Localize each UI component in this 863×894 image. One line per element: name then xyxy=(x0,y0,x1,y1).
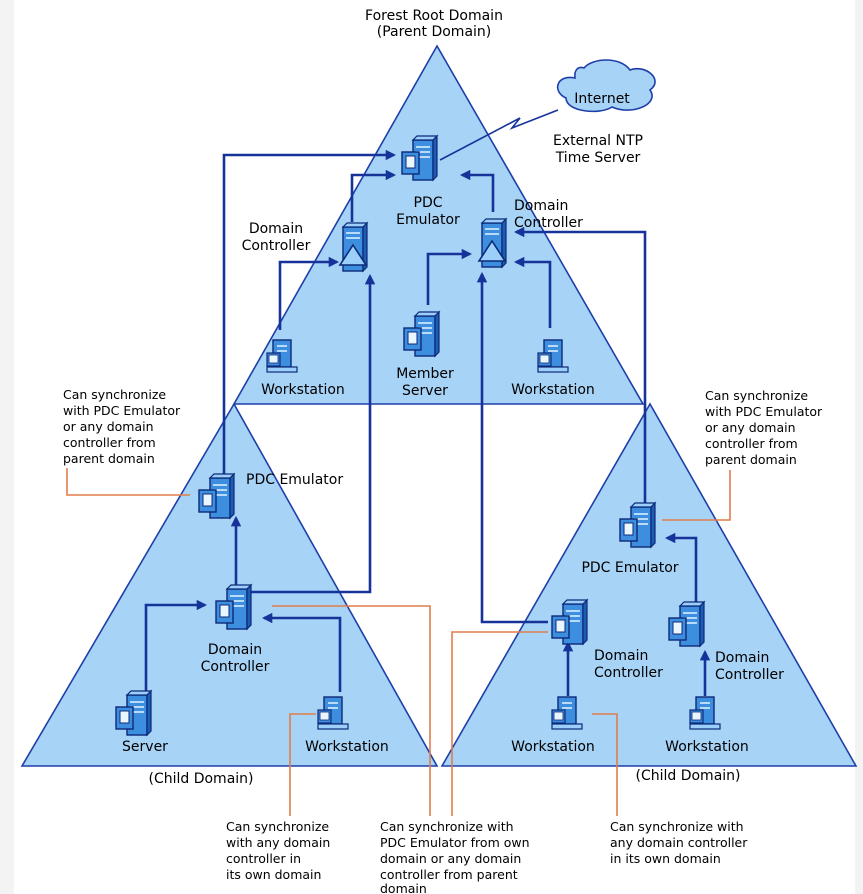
note-line: Can synchronize with xyxy=(610,819,744,834)
note-line: Can synchronize xyxy=(63,387,166,402)
left-ws-to-leftdc-connector xyxy=(261,612,342,692)
note-line: with PDC Emulator xyxy=(705,404,823,419)
leftpdc-to-rootpdc-connector xyxy=(222,149,397,478)
root-dc-left-label-line1: Domain xyxy=(249,221,303,237)
right-dc-left-label-line1: Domain xyxy=(594,648,648,664)
left-dc-label-line2: Controller xyxy=(201,659,270,675)
right-workstation-left-label: Workstation xyxy=(511,739,595,755)
right-dc-left-label-line2: Controller xyxy=(594,665,663,681)
note-right-workstation: Can synchronize with any domain controll… xyxy=(610,819,748,866)
forest-root-domain-triangle xyxy=(232,44,645,405)
root-dc-left-icon xyxy=(339,222,368,272)
left-child-domain-label: (Child Domain) xyxy=(148,771,253,787)
rightdc-to-rootdc-connector xyxy=(476,271,548,624)
right-workstation-right-label: Workstation xyxy=(665,739,749,755)
left-workstation-label: Workstation xyxy=(305,739,389,755)
left-server-label: Server xyxy=(122,739,168,755)
note-domain-controllers: Can synchronize with PDC Emulator from o… xyxy=(380,819,530,894)
root-workstation-right-label: Workstation xyxy=(511,382,595,398)
left-child-domain-triangle xyxy=(20,402,439,767)
root-pdc-label-line1: PDC xyxy=(414,195,443,211)
note-line: Can synchronize xyxy=(705,388,808,403)
left-pdc-callout-line xyxy=(66,468,190,496)
rootdc-left-to-pdc-connector xyxy=(350,169,397,222)
note-line: Can synchronize with xyxy=(380,819,514,834)
right-ws-callout-line xyxy=(592,713,618,816)
leftdc-callout-line xyxy=(272,605,431,816)
right-child-domain-label: (Child Domain) xyxy=(635,768,740,784)
rightpdc-to-rootdc-connector xyxy=(513,226,647,508)
note-line: Can synchronize xyxy=(226,819,329,834)
ntp-label-line2: Time Server xyxy=(555,150,641,166)
right-child-domain-triangle xyxy=(440,402,858,767)
note-line: domain xyxy=(380,881,427,894)
note-line: with any domain xyxy=(226,835,330,850)
rootdc-right-to-pdc-connector xyxy=(459,169,495,212)
member-server-label-line2: Server xyxy=(402,383,448,399)
note-line: controller from xyxy=(705,436,798,451)
note-line: or any domain xyxy=(705,420,796,435)
internet-cloud-icon xyxy=(556,59,656,113)
note-line: controller from parent xyxy=(380,867,518,882)
root-dc-right-label-line2: Controller xyxy=(514,215,583,231)
left-ws-callout-line xyxy=(289,713,316,816)
server-to-leftdc-connector xyxy=(144,599,208,706)
right-dc-right-label-line1: Domain xyxy=(715,650,769,666)
note-line: controller from xyxy=(63,435,156,450)
note-line: domain or any domain xyxy=(380,851,521,866)
left-pdc-label: PDC Emulator xyxy=(246,472,343,488)
root-pdc-label-line2: Emulator xyxy=(396,212,460,228)
leftdc-to-rootdc-connector xyxy=(248,273,376,594)
note-line: PDC Emulator from own xyxy=(380,835,530,850)
right-dc-right-label-line2: Controller xyxy=(715,667,784,683)
member-server-label-line1: Member xyxy=(396,366,454,382)
root-ws-right-connector xyxy=(513,256,552,328)
note-line: with PDC Emulator xyxy=(63,403,181,418)
rightdc2-to-rightpdc-connector xyxy=(664,532,698,612)
note-line: parent domain xyxy=(63,451,155,466)
root-workstation-left-label: Workstation xyxy=(261,382,345,398)
note-line: any domain controller xyxy=(610,835,748,850)
root-dc-left-label-line2: Controller xyxy=(242,238,311,254)
forest-root-title: Forest Root Domain xyxy=(365,8,503,24)
left-dc-label-line1: Domain xyxy=(208,642,262,658)
note-left-workstation: Can synchronize with any domain controll… xyxy=(226,819,330,882)
note-line: or any domain xyxy=(63,419,154,434)
right-pdc-label: PDC Emulator xyxy=(581,560,678,576)
note-right-pdc: Can synchronize with PDC Emulator or any… xyxy=(705,388,823,467)
left-frame-strip xyxy=(0,0,14,894)
root-ws-left-connector xyxy=(278,256,340,330)
note-line: parent domain xyxy=(705,452,797,467)
right-pdc-callout-line xyxy=(662,470,731,521)
internet-label: Internet xyxy=(574,91,630,107)
right-frame-strip xyxy=(855,0,863,894)
note-line: its own domain xyxy=(226,867,321,882)
ntp-label-line1: External NTP xyxy=(553,133,643,149)
parent-domain-subtitle: (Parent Domain) xyxy=(377,24,492,40)
root-dc-right-icon xyxy=(478,218,507,268)
root-dc-right-label-line1: Domain xyxy=(514,198,568,214)
rightdc-callout-line xyxy=(451,631,548,816)
member-server-connector xyxy=(426,248,473,305)
note-line: controller in xyxy=(226,851,301,866)
note-left-pdc: Can synchronize with PDC Emulator or any… xyxy=(63,387,181,466)
note-line: in its own domain xyxy=(610,851,721,866)
